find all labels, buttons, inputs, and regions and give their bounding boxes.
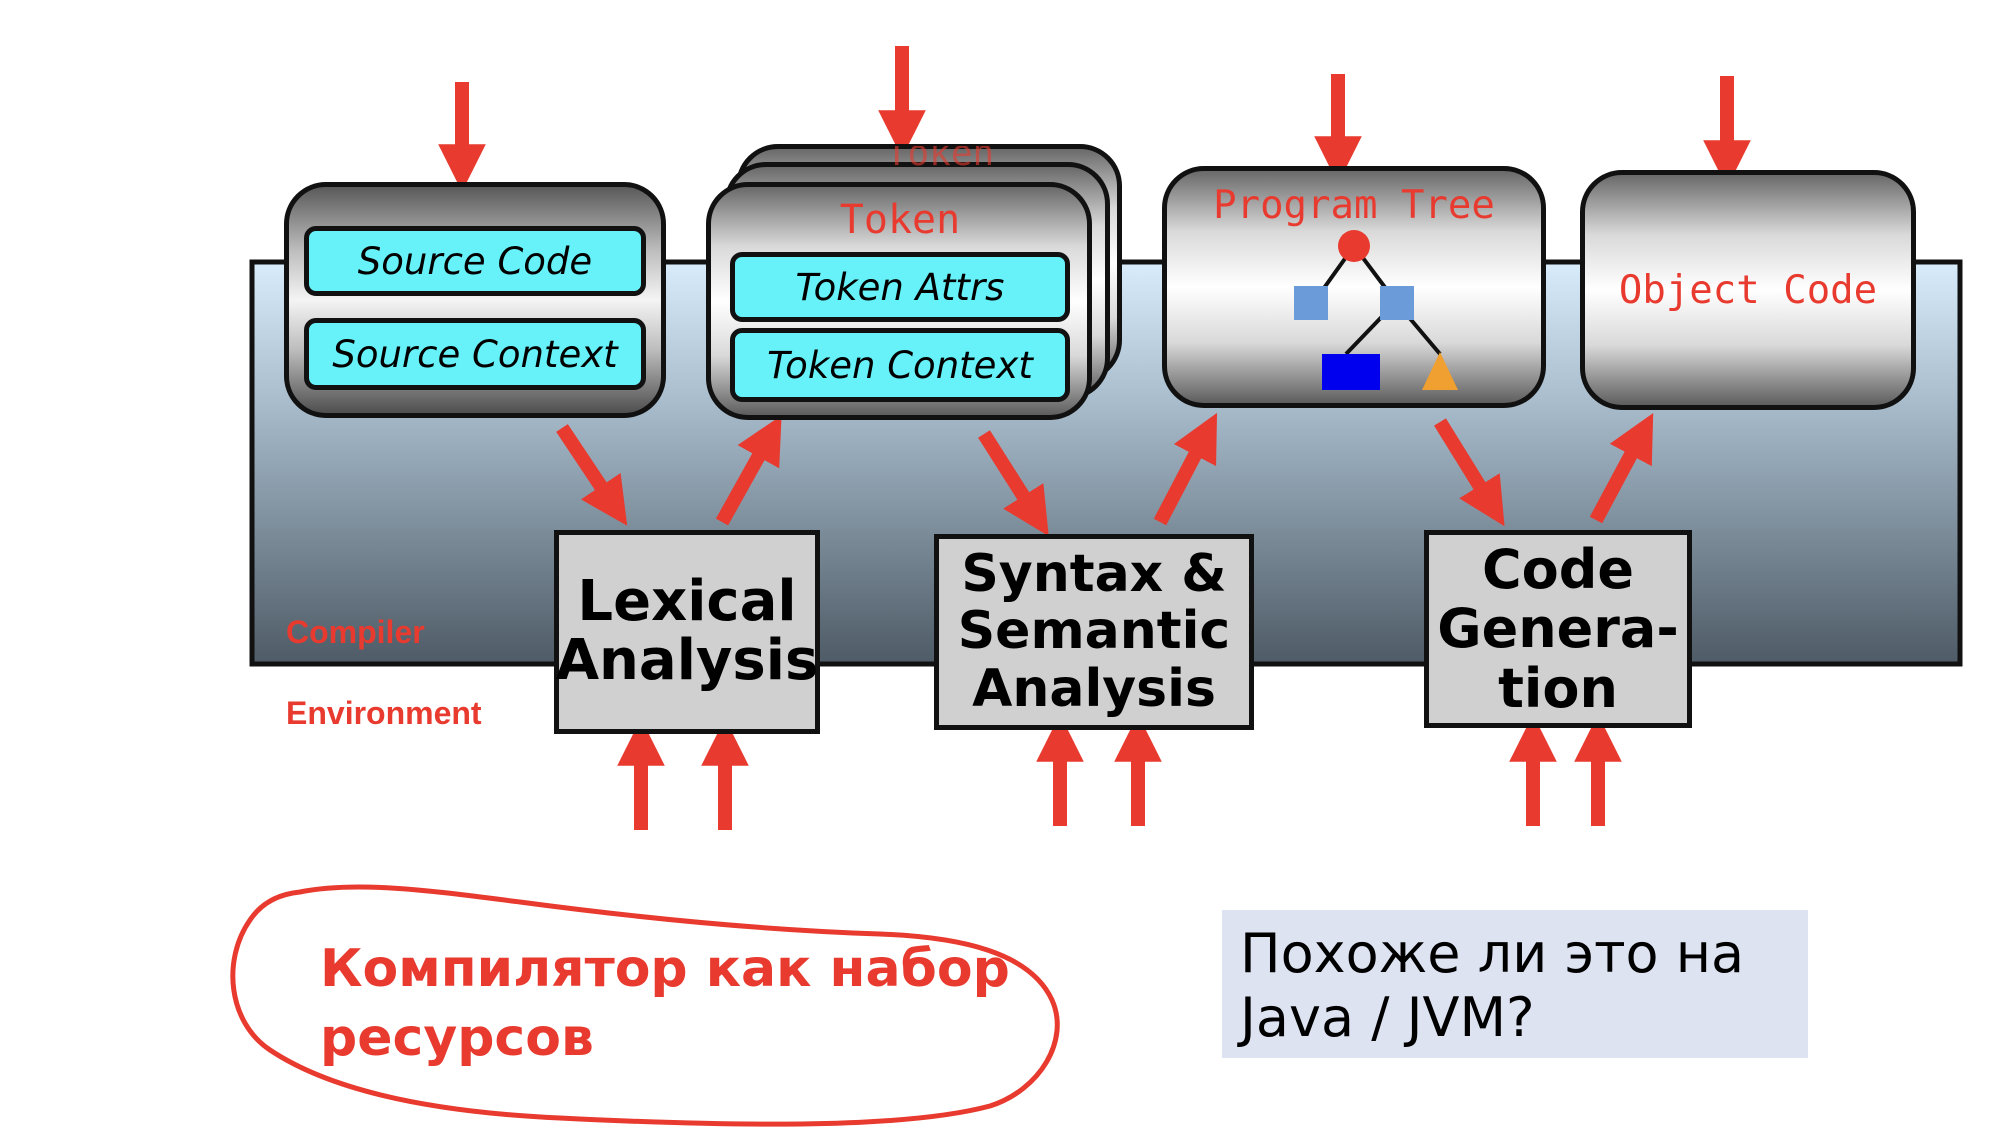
question-line-1: Похоже ли это на bbox=[1240, 922, 1745, 985]
object-code-title: Object Code bbox=[1618, 267, 1878, 313]
handwritten-loop bbox=[230, 884, 1060, 1127]
tree-leaf-rect bbox=[1322, 354, 1380, 390]
token-back-title: Token bbox=[885, 146, 995, 174]
handwritten-line-2: ресурсов bbox=[320, 1008, 594, 1068]
diagonal-arrow-icon bbox=[1589, 413, 1654, 524]
question-line-2: Java / JVM? bbox=[1240, 985, 1535, 1049]
syntax-semantic-phase: Syntax & Semantic Analysis bbox=[934, 534, 1254, 730]
codegen-line-1: Code bbox=[1481, 537, 1634, 601]
syntax-line-1: Syntax & bbox=[961, 544, 1227, 605]
codegen-line-3: tion bbox=[1498, 656, 1618, 720]
handwritten-line-1: Компилятор как набор bbox=[320, 939, 1010, 1000]
diagonal-arrow-icon bbox=[556, 424, 628, 526]
token-attrs-pill: Token Attrs bbox=[730, 252, 1070, 322]
diagonal-arrow-icon bbox=[715, 415, 782, 526]
token-context-pill: Token Context bbox=[730, 328, 1070, 402]
environment-label: Environment bbox=[286, 694, 482, 731]
compiler-label: Compiler bbox=[286, 613, 425, 650]
tree-leaf-triangle bbox=[1422, 352, 1458, 390]
codegen-line-2: Genera- bbox=[1437, 597, 1679, 661]
code-generation-phase: Code Genera- tion bbox=[1424, 530, 1692, 728]
tree-root-node bbox=[1338, 230, 1370, 262]
diagonal-arrow-icon bbox=[1153, 412, 1218, 526]
diagonal-arrow-icon bbox=[1434, 418, 1505, 527]
handwritten-note: Компилятор как набор ресурсов bbox=[320, 934, 1020, 1074]
question-box: Похоже ли это на Java / JVM? bbox=[1222, 910, 1808, 1058]
token-title: Token bbox=[839, 197, 961, 243]
tree-icon bbox=[1294, 230, 1458, 390]
lexical-line-2: Analysis bbox=[555, 628, 819, 693]
syntax-line-3: Analysis bbox=[972, 658, 1216, 719]
syntax-line-2: Semantic bbox=[957, 601, 1231, 662]
source-context-pill: Source Context bbox=[304, 318, 646, 390]
source-code-pill: Source Code bbox=[304, 226, 646, 296]
diagonal-arrow-icon bbox=[978, 430, 1049, 537]
lexical-analysis-phase: Lexical Analysis bbox=[554, 530, 820, 734]
tree-node-right bbox=[1380, 286, 1414, 320]
object-code-box bbox=[1580, 170, 1916, 410]
lexical-line-1: Lexical bbox=[577, 569, 797, 635]
program-tree-title: Program Tree bbox=[1213, 182, 1495, 228]
tree-node-left bbox=[1294, 286, 1328, 320]
